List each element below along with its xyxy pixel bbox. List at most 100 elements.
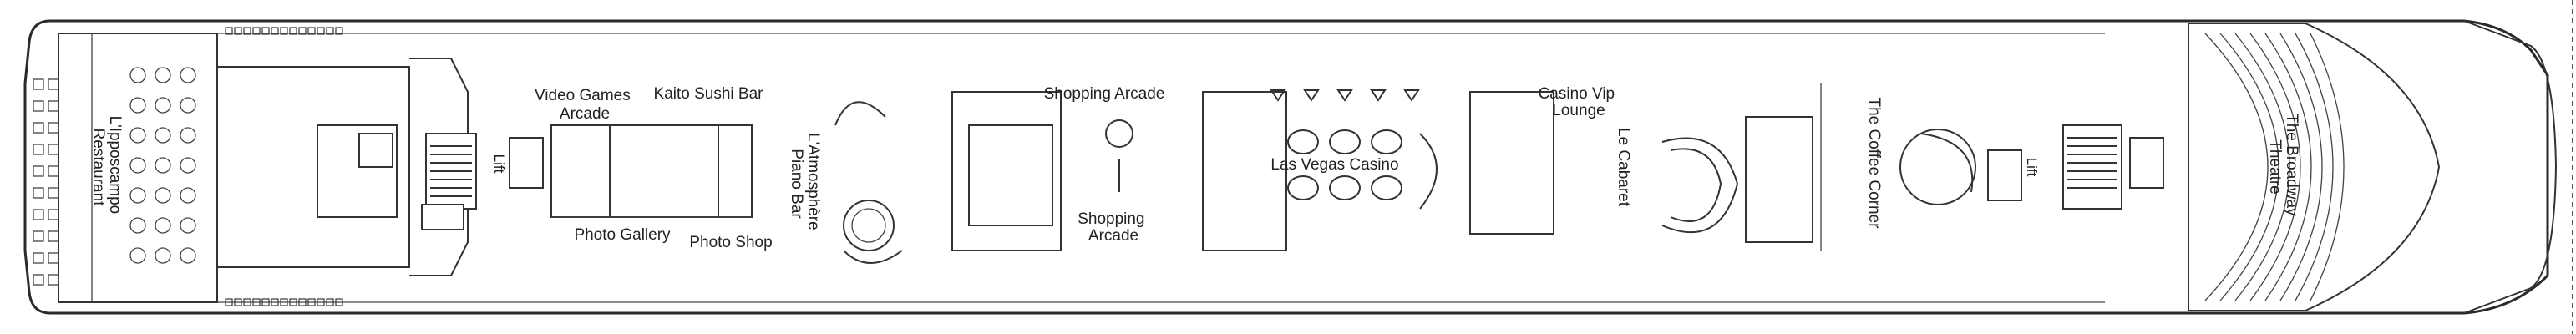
slot-machine <box>1403 89 1420 102</box>
casino-table <box>1371 129 1402 154</box>
theatre-seat-row <box>2204 33 2269 301</box>
restaurant-table <box>33 209 44 220</box>
table-row-bottom <box>326 298 334 306</box>
table-row-top <box>243 27 251 35</box>
table-row-top <box>307 27 316 35</box>
restaurant-round-table <box>129 247 146 264</box>
table-row-bottom <box>298 298 307 306</box>
table-row-top <box>271 27 279 35</box>
restaurant-round-table <box>155 67 171 84</box>
restaurant-table <box>48 144 59 155</box>
table-row-bottom <box>307 298 316 306</box>
table-row-top <box>234 27 242 35</box>
restaurant-table <box>33 252 44 264</box>
shopping-arcade-block <box>951 91 1287 251</box>
theatre-seat-row <box>2249 33 2301 301</box>
label-photo-shop: Photo Shop <box>689 234 772 251</box>
slot-machine <box>1303 89 1320 102</box>
label-the-coffee-corner: The Coffee Corner <box>1865 97 1883 229</box>
label-lipposcampo-restaurant: L'Ipposcampo Restaurant <box>89 116 124 219</box>
table-row-bottom <box>289 298 297 306</box>
restaurant-round-table <box>129 127 146 144</box>
casino-table <box>1329 175 1361 200</box>
slot-machine <box>1336 89 1353 102</box>
table-row-top <box>326 27 334 35</box>
label-video-games-arcade: Video Games Arcade <box>535 87 635 123</box>
restaurant-round-table <box>180 97 196 114</box>
label-the-broadway-theatre: The Broadway Theatre <box>2266 114 2300 220</box>
casino-table <box>1287 175 1319 200</box>
restaurant-table <box>33 274 44 286</box>
label-casino-vip-lounge: Casino Vip Lounge <box>1539 85 1620 119</box>
label-las-vegas-casino: Las Vegas Casino <box>1270 156 1398 174</box>
restaurant-round-table <box>155 247 171 264</box>
table-row-top <box>289 27 297 35</box>
restaurant-round-table <box>180 187 196 204</box>
restaurant-round-table <box>155 157 171 174</box>
restaurant-round-table <box>155 187 171 204</box>
restaurant-table <box>48 274 59 286</box>
restaurant-round-table <box>129 67 146 84</box>
lift-block-aft <box>2062 124 2164 210</box>
theatre-seat-row <box>2279 33 2323 301</box>
label-le-cabaret: Le Cabaret <box>1615 128 1632 207</box>
restaurant-table <box>33 144 44 155</box>
restaurant-table <box>48 209 59 220</box>
restaurant-table <box>48 187 59 199</box>
restaurant-round-table <box>180 247 196 264</box>
restaurant-round-table <box>129 97 146 114</box>
table-row-top <box>252 27 261 35</box>
label-lift-fwd: Lift <box>491 154 507 174</box>
label-photo-gallery: Photo Gallery <box>574 226 671 244</box>
restaurant-table <box>33 230 44 242</box>
table-row-top <box>261 27 270 35</box>
table-row-bottom <box>243 298 251 306</box>
table-row-top <box>317 27 325 35</box>
restaurant-round-table <box>129 217 146 234</box>
restaurant-round-table <box>180 157 196 174</box>
casino-bar-arc <box>1419 133 1438 210</box>
table-row-top <box>280 27 288 35</box>
restaurant-round-table <box>155 127 171 144</box>
table-row-top <box>225 27 233 35</box>
restaurant-round-table <box>180 67 196 84</box>
bow-outline <box>2463 20 2558 314</box>
table-row-bottom <box>261 298 270 306</box>
restaurant-round-table <box>180 217 196 234</box>
table-row-bottom <box>234 298 242 306</box>
theatre-seat-row <box>2264 33 2312 301</box>
table-row-bottom <box>335 298 343 306</box>
restaurant-table <box>33 100 44 112</box>
casino-table <box>1287 129 1319 154</box>
restaurant-table <box>48 252 59 264</box>
galley-block <box>216 58 469 276</box>
label-latmosphere-piano-bar: L'Atmosphère Piano Bar <box>788 133 822 235</box>
lift-block-fwd <box>421 133 544 230</box>
table-row-bottom <box>225 298 233 306</box>
cabaret-area <box>1469 84 1822 250</box>
table-row-bottom <box>271 298 279 306</box>
casino-table <box>1371 175 1402 200</box>
restaurant-round-table <box>129 187 146 204</box>
table-row-bottom <box>317 298 325 306</box>
coffee-corner-area <box>1899 129 2022 205</box>
restaurant-round-table <box>129 157 146 174</box>
restaurant-table <box>48 78 59 90</box>
restaurant-round-table <box>155 217 171 234</box>
slot-machine <box>1270 89 1286 102</box>
restaurant-table <box>33 78 44 90</box>
restaurant-table <box>33 187 44 199</box>
slot-machine <box>1370 89 1387 102</box>
table-row-top <box>335 27 343 35</box>
theatre-area <box>2188 23 2441 311</box>
casino-tables <box>1270 89 1438 210</box>
restaurant-table <box>48 165 59 177</box>
restaurant-round-table <box>180 127 196 144</box>
restaurant-table <box>48 122 59 134</box>
label-kaito-sushi-bar: Kaito Sushi Bar <box>654 85 764 103</box>
label-shopping-arcade-bottom: Shopping Arcade <box>1078 210 1149 245</box>
label-shopping-arcade-top: Shopping Arcade <box>1044 85 1165 103</box>
room-labels: L'Ipposcampo Restaurant Lift Video Games… <box>89 85 2300 251</box>
restaurant-table <box>33 165 44 177</box>
theatre-seat-row <box>2234 33 2290 301</box>
